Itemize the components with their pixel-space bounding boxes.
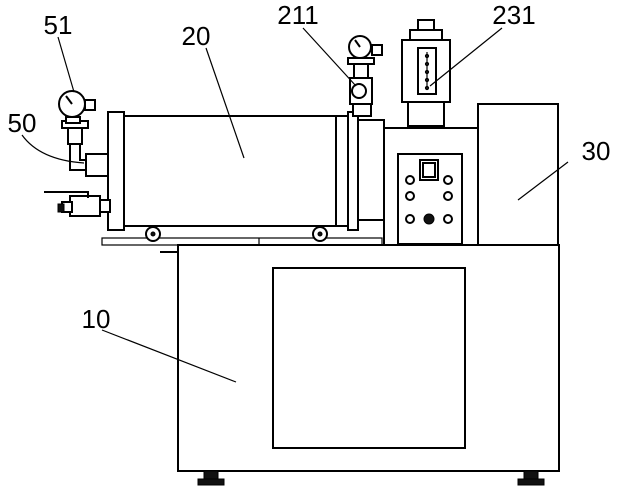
pressure-gauge-211 [347, 35, 383, 117]
foot-left [203, 470, 219, 480]
pressure-gauge-51 [58, 90, 96, 124]
label-50: 50 [8, 108, 37, 138]
leader-lines [21, 27, 569, 383]
grinding-cylinder [107, 111, 385, 231]
inlet-pipe-50 [44, 120, 111, 217]
material-tank-231 [401, 19, 451, 127]
motor-housing-30 [477, 103, 559, 246]
base-door-panel [272, 267, 466, 449]
label-211: 211 [277, 0, 318, 30]
control-housing [383, 127, 479, 246]
label-10: 10 [82, 304, 111, 334]
foot-right [523, 470, 539, 480]
label-30: 30 [582, 136, 611, 166]
label-51: 51 [44, 10, 73, 40]
label-20: 20 [182, 21, 211, 51]
slide-rail [101, 226, 383, 246]
label-231: 231 [492, 0, 535, 30]
foot-left-pad [197, 478, 225, 486]
foot-right-pad [517, 478, 545, 486]
base-frame [160, 244, 560, 486]
